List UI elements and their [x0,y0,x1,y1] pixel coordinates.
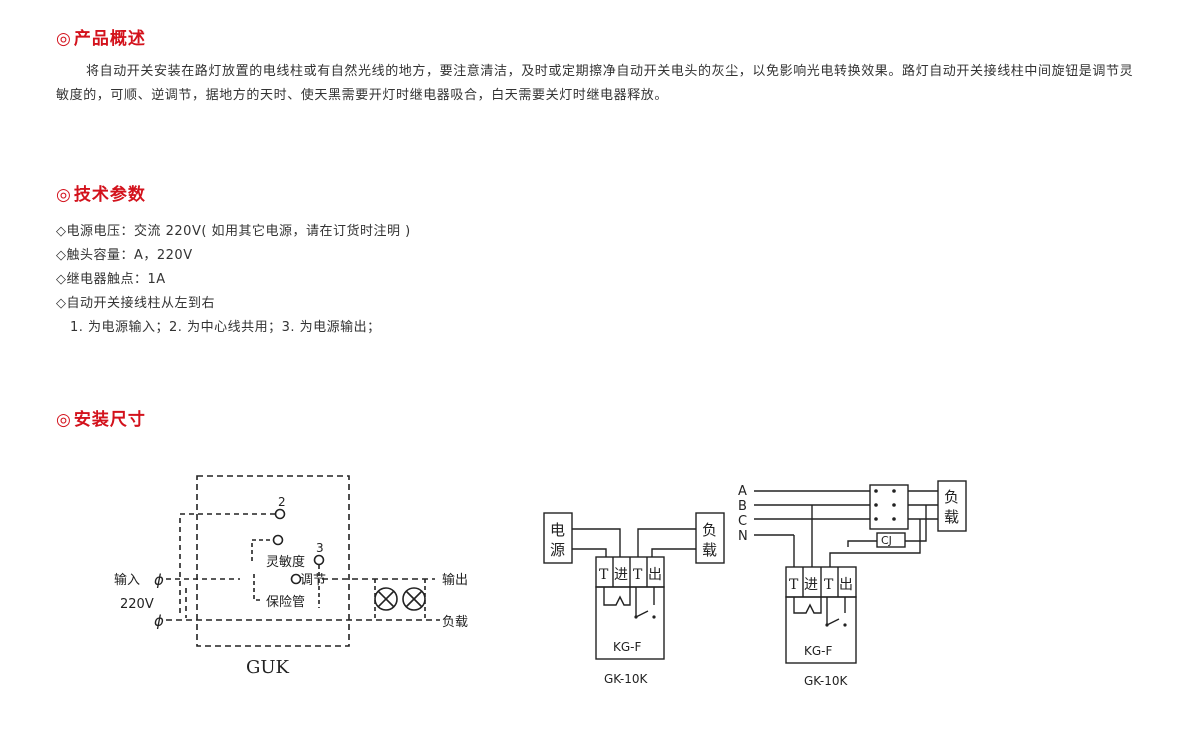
load-label: 负载 [442,615,468,630]
spec-list: ◇电源电压：交流 220V( 如用其它电源，请在订货时注明 ) ◇触头容量：A，… [56,220,411,340]
spec-item-terminals: ◇自动开关接线柱从左到右 [56,296,215,311]
power-box [543,512,573,564]
fuse-label: 保险管 [266,595,305,610]
overview-text: 将自动开关安装在路灯放置的电线柱或有自然光线的地方，要注意清洁，及时或定期擦净自… [56,64,1134,103]
output-label: 输出 [442,572,468,588]
sensitivity-knob-icon [290,573,302,585]
spec-item-contact-capacity: ◇触头容量：A，220V [56,248,193,263]
section-title-overview: ◎产品概述 [56,24,146,49]
section-title-text: 产品概述 [73,29,146,49]
section-title-text: 安装尺寸 [73,410,146,430]
section-title-specs: ◎技术参数 [56,180,146,205]
spec-sub-item-terminal-order: 1. 为电源输入；2. 为中心线共用；3. 为电源输出； [70,320,381,335]
phase-c-label: C [738,514,747,529]
spec-item-voltage: ◇电源电压：交流 220V( 如用其它电源，请在订货时注明 ) [56,224,411,239]
three-phase-terminal-in-label: 进 [804,577,818,593]
terminal-3-label: 3 [316,541,324,555]
terminal-in-label: 进 [614,567,628,583]
phase-b-label: B [738,499,747,514]
three-phase-gk10k-model-label: GK-10K [804,674,849,688]
terminal-t1-label: T [599,567,609,583]
three-phase-load-box [937,480,967,532]
gk10k-model-label: GK-10K [604,672,649,686]
kgf-label: KG-F [613,640,641,654]
load-label-1: 负 [702,521,717,539]
terminal-2-icon [274,508,286,520]
terminal-2-label: 2 [278,495,286,509]
load-box [695,512,725,564]
voltage-label: 220V [120,597,154,612]
power-label-2: 源 [550,541,565,559]
section-title-install: ◎安装尺寸 [56,405,146,430]
neutral-terminal-symbol: ϕ [154,612,164,630]
phase-a-label: A [738,484,747,499]
lamp-icon-left [374,587,398,611]
input-label: 输入 [114,572,140,588]
guk-enclosure [196,475,350,647]
three-phase-terminal-t2-label: T [824,577,834,593]
sensitivity-label: 灵敏度 [266,554,305,570]
section-mark: ◎ [56,29,72,49]
spec-item-relay-contact: ◇继电器触点：1A [56,272,166,287]
lamp-icon-right [402,587,426,611]
overview-paragraph: 将自动开关安装在路灯放置的电线柱或有自然光线的地方，要注意清洁，及时或定期擦净自… [56,60,1146,108]
three-phase-kgf-label: KG-F [804,644,832,658]
three-phase-load-label-1: 负 [944,488,959,506]
terminal-out-label: 出 [648,567,662,583]
neutral-n-label: N [738,529,748,544]
guk-wiring-diagram: ϕ ϕ 2 3 输入 220V 灵敏度 调节 保险管 输出 负载 GUK [114,475,468,678]
contactor-box [869,484,909,530]
load-label-2: 载 [702,541,717,559]
gk10k-three-phase-diagram: A B C N CJ 负 载 T 进 T 出 KG-F GK-10K [738,480,967,688]
input-terminal-symbol: ϕ [154,571,164,589]
power-label-1: 电 [550,521,565,539]
cj-label: CJ [881,534,892,547]
three-phase-terminal-t1-label: T [789,577,799,593]
adjust-label: 调节 [300,573,326,588]
section-title-text: 技术参数 [73,185,146,205]
cj-coil-box [876,532,906,548]
terminal-3-icon [313,554,325,566]
adjust-terminal-icon [272,534,284,546]
terminal-t2-label: T [633,567,643,583]
guk-model-label: GUK [246,657,290,678]
three-phase-terminal-out-label: 出 [839,577,853,593]
section-mark: ◎ [56,185,72,205]
section-mark: ◎ [56,410,72,430]
three-phase-load-label-2: 载 [944,508,959,526]
gk10k-single-phase-diagram: 电 源 负 载 T 进 T 出 KG-F GK-10K [543,512,725,686]
